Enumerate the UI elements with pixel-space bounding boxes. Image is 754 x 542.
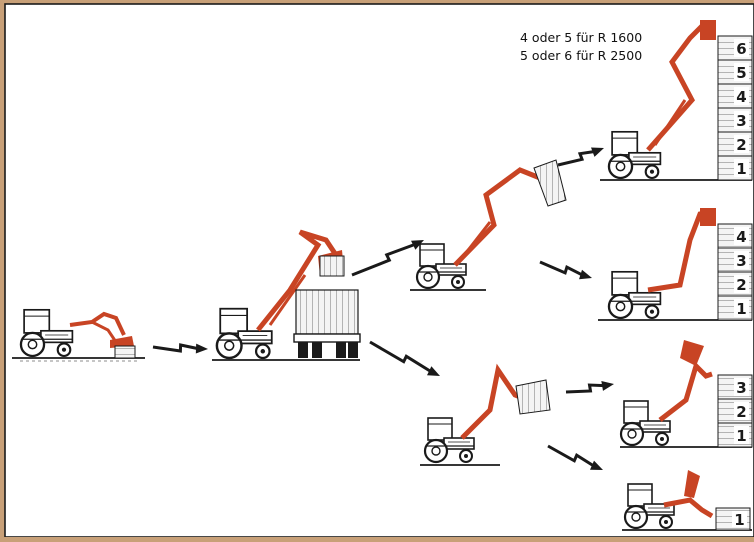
arrow-3a-to-4 xyxy=(539,260,592,280)
stack_a-bale-3: 3 xyxy=(717,107,753,133)
stack_a-bale-6: 6 xyxy=(717,35,753,61)
stack_d-bale-1: 1 xyxy=(715,507,751,531)
stack_b-bale-3: 3 xyxy=(717,247,753,273)
stack-3-scene xyxy=(619,340,752,448)
stack_c-bale-1: 1 xyxy=(717,422,753,448)
arrow-1-to-2 xyxy=(152,343,208,354)
stage-3-low-lift xyxy=(420,363,551,466)
stage-2-trailer xyxy=(212,229,361,361)
stack_a-bale-1: 1 xyxy=(717,155,753,181)
stack_a-label-5: 5 xyxy=(736,64,746,82)
arrow-2-to-3a xyxy=(351,240,424,277)
stack_a-bale-2: 2 xyxy=(717,131,753,157)
stack_b-bale-4: 4 xyxy=(717,223,753,249)
stack_a-bale-5: 5 xyxy=(717,59,753,85)
stage-3-high-lift xyxy=(410,159,567,291)
stack_a-label-1: 1 xyxy=(736,160,746,178)
stack_b-bale-2: 2 xyxy=(717,271,753,297)
stack_c-label-1: 1 xyxy=(736,427,746,445)
bale-stacks: 1 2 3 4 5 6 1 2 3 4 1 2 3 1 xyxy=(715,35,753,531)
arrow-3a-to-6 xyxy=(557,147,604,167)
stack_a-label-6: 6 xyxy=(736,40,746,58)
caption-line-1: 4 oder 5 für R 1600 xyxy=(520,30,643,45)
stack_b-label-1: 1 xyxy=(736,300,746,318)
stage-1-pickup xyxy=(12,308,145,362)
stack_a-label-2: 2 xyxy=(736,136,746,154)
stack_c-bale-3: 3 xyxy=(717,374,753,400)
arrow-3b-to-3 xyxy=(565,381,614,394)
stack_a-label-3: 3 xyxy=(736,112,746,130)
stack_d-label-1: 1 xyxy=(734,511,744,529)
stack_c-label-3: 3 xyxy=(736,379,746,397)
arrow-3b-to-1 xyxy=(547,444,603,470)
stack_b-label-3: 3 xyxy=(736,252,746,270)
stack_b-label-2: 2 xyxy=(736,276,746,294)
arrow-2-to-3b xyxy=(369,340,440,376)
stack_b-bale-1: 1 xyxy=(717,295,753,321)
stack-6-scene xyxy=(600,20,752,181)
stack_b-label-4: 4 xyxy=(736,228,746,246)
caption-line-2: 5 oder 6 für R 2500 xyxy=(520,48,643,63)
stack_a-bale-4: 4 xyxy=(717,83,753,109)
stack_c-bale-2: 2 xyxy=(717,398,753,424)
flow-arrows xyxy=(152,147,614,470)
stack_a-label-4: 4 xyxy=(736,88,746,106)
stack_c-label-2: 2 xyxy=(736,403,746,421)
